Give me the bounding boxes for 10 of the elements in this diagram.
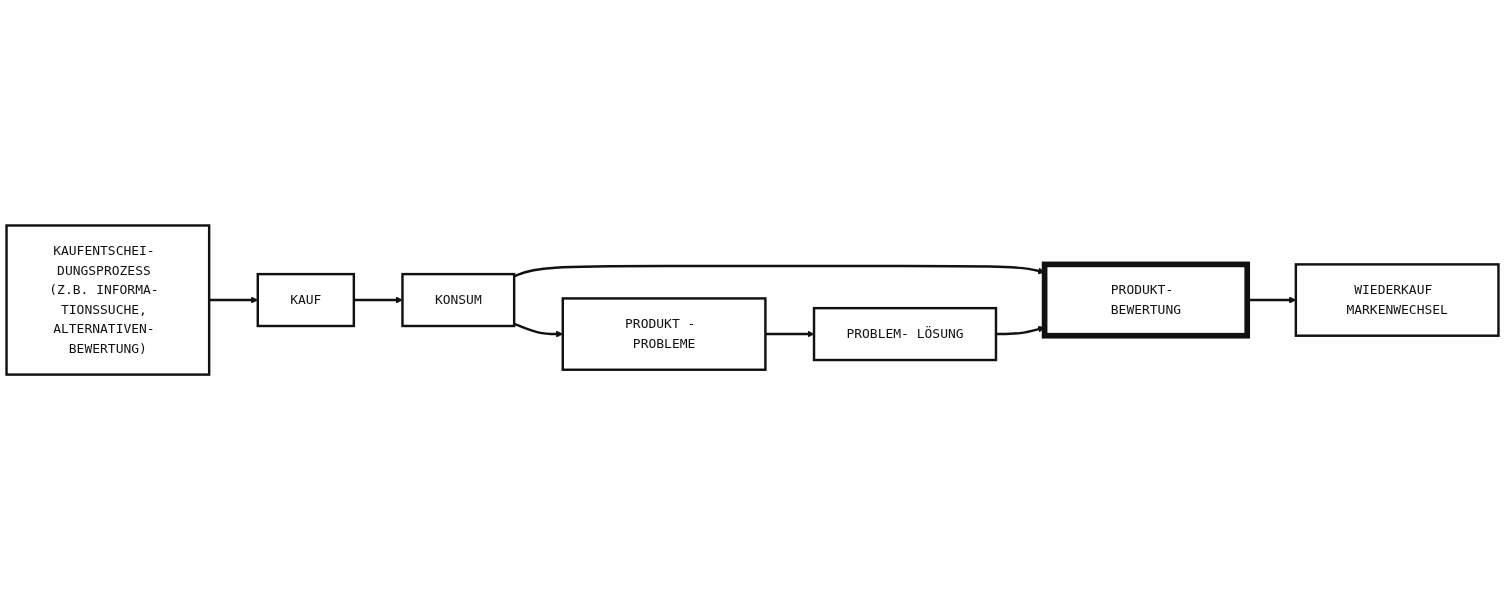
node-box: PRODUKT - PROBLEME <box>561 297 767 372</box>
node-box: WIEDERKAUF MARKENWECHSEL <box>1294 263 1500 338</box>
node-box: KONSUM <box>401 273 516 328</box>
arrow <box>765 330 815 339</box>
arrow <box>353 296 403 305</box>
node-box: PROBLEM- LÖSUNG <box>812 307 998 362</box>
node-box: PRODUKT- BEWERTUNG <box>1041 262 1251 339</box>
arrow <box>1247 296 1297 305</box>
node-box: KAUF <box>256 273 356 328</box>
node-box: KAUFENTSCHEI- DUNGSPROZESS (Z.B. INFORMA- TIONSSUCHE, ALTERNATIVEN- BEWERTUNG) <box>5 224 211 377</box>
